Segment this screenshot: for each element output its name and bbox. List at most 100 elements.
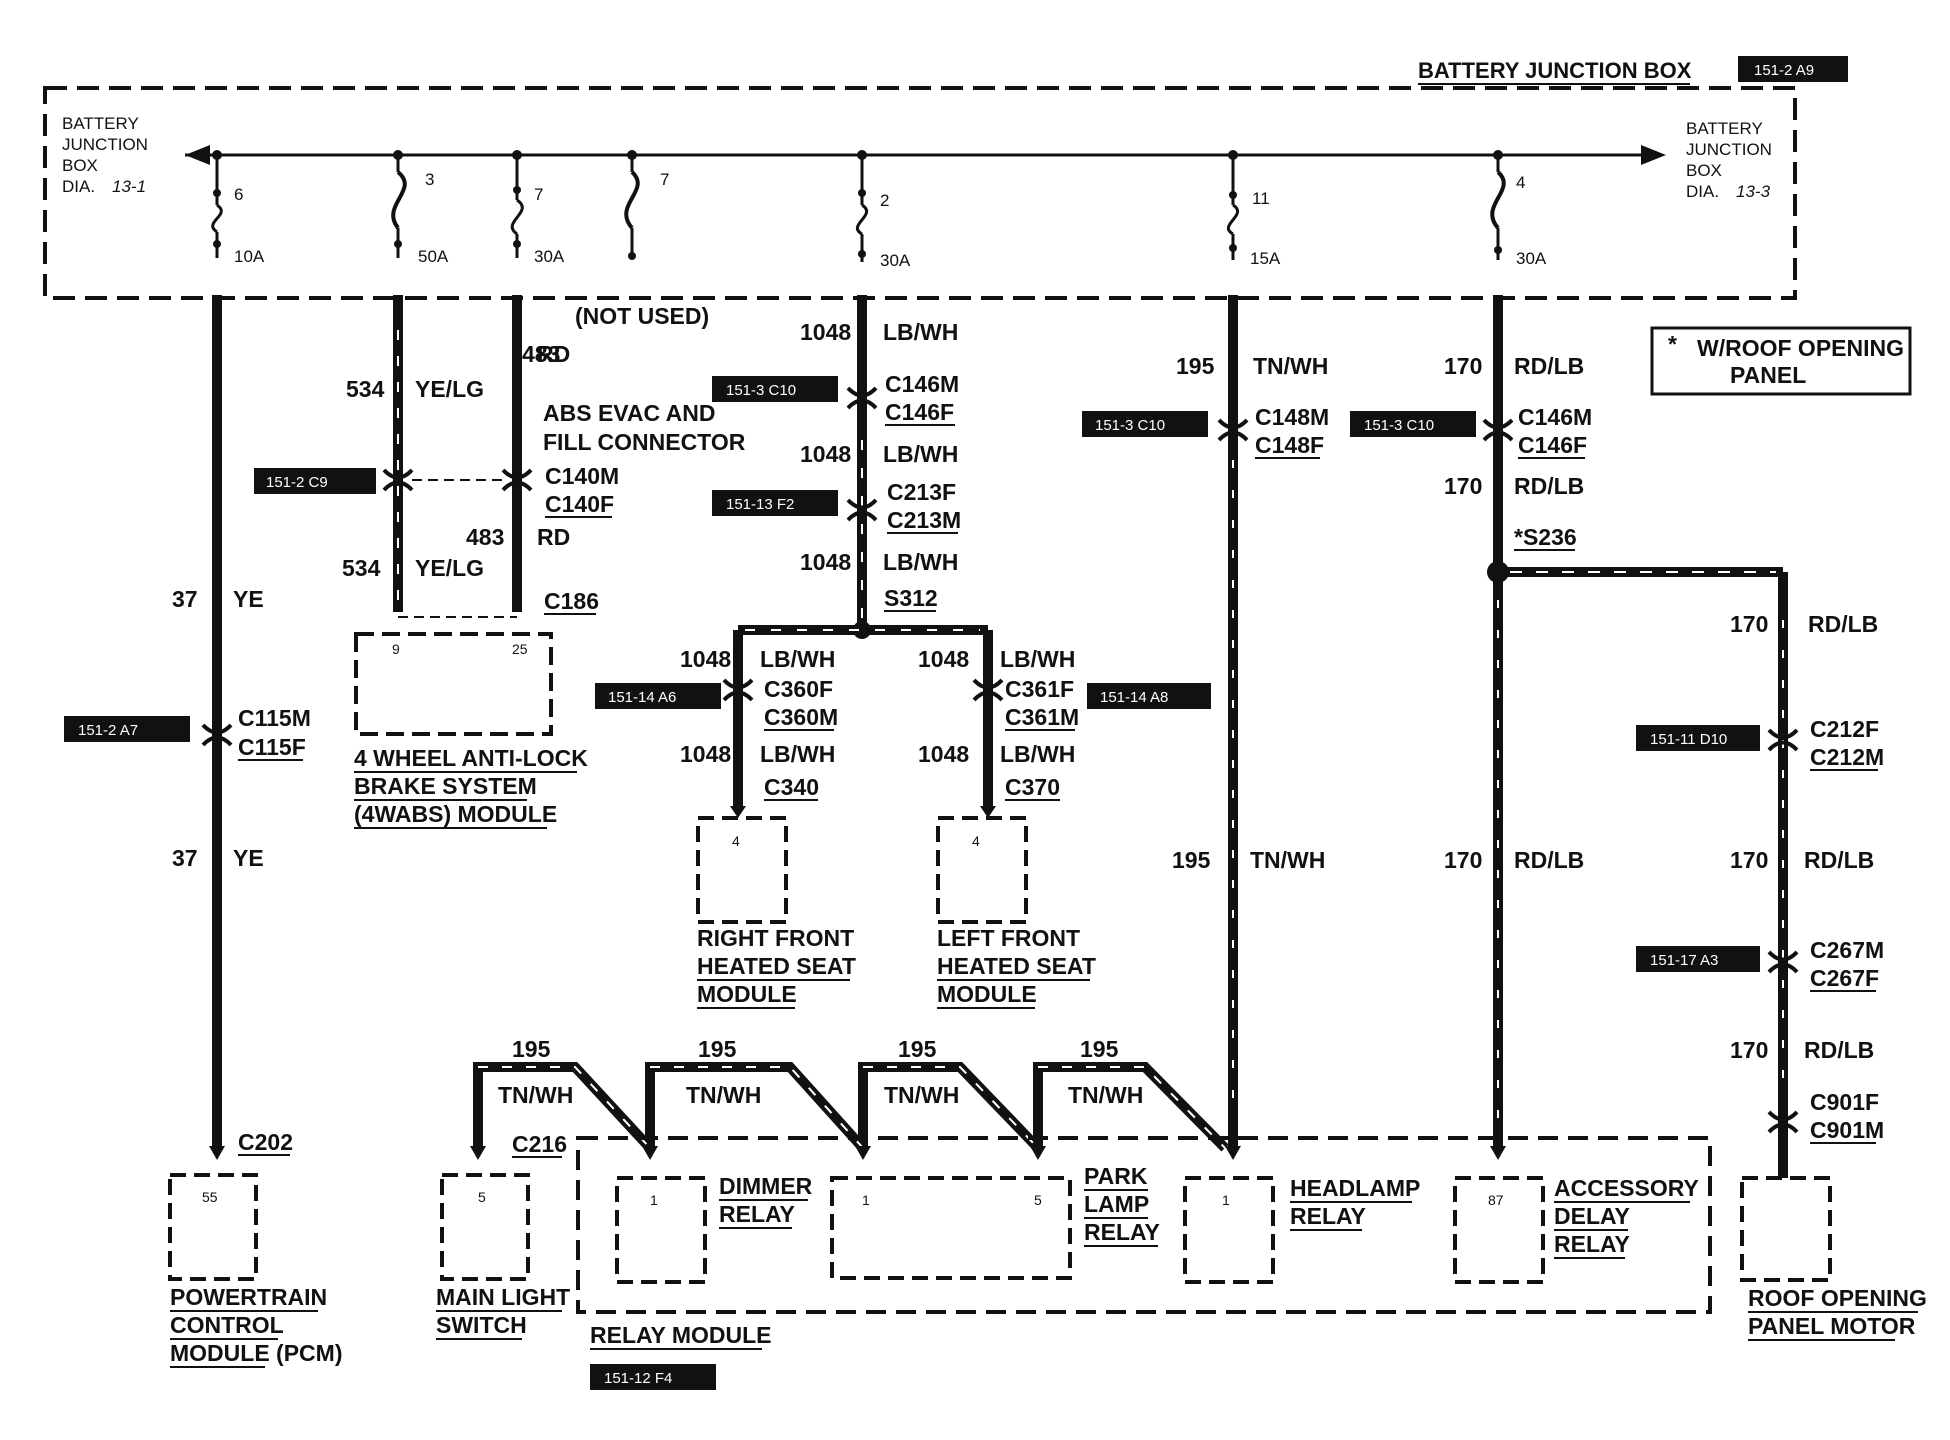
ref-tag-151-11-d10 (1636, 725, 1760, 751)
wire-37-num-2: 37 (172, 845, 198, 871)
svg-text:3: 3 (425, 170, 434, 189)
dimmer-relay-box (615, 1176, 707, 1284)
wire-170-color-1: RD/LB (1514, 353, 1584, 379)
svg-text:151-3 C10: 151-3 C10 (1095, 417, 1165, 434)
connector-c213f: C213F (887, 479, 956, 505)
ref-tag-151-13-f2 (712, 490, 838, 516)
lf-wire-num-1: 1048 (918, 646, 969, 672)
relay-chain-color-4: TN/WH (1068, 1082, 1143, 1108)
relay-module-box (576, 1136, 1712, 1314)
wire-170-color-3: RD/LB (1514, 847, 1584, 873)
svg-text:151-17 A3: 151-17 A3 (1650, 952, 1718, 969)
wire-37-num-1: 37 (172, 586, 198, 612)
headlamp-relay-pin: 1 (1222, 1192, 1230, 1208)
headlamp-relay-line2: RELAY (1290, 1203, 1366, 1229)
connector-c140m: C140M (545, 463, 619, 489)
main-light-switch-pin: 5 (478, 1189, 486, 1205)
rf-wire-color-2: LB/WH (760, 741, 835, 767)
wire-1048-num-2: 1048 (800, 441, 851, 467)
wire-1048-num-1: 1048 (800, 319, 851, 345)
connector-c370: C370 (1005, 774, 1060, 800)
relay-chain-num-1: 195 (512, 1036, 551, 1062)
svg-text:2: 2 (880, 191, 889, 210)
bus-arrow-right-icon (1641, 145, 1666, 165)
wire-195 (470, 295, 1249, 1160)
connector-c115m: C115M (238, 705, 311, 731)
lf-heated-seat-box (936, 816, 1028, 924)
roof-note-line2: PANEL (1730, 362, 1806, 388)
park-lamp-relay-box (830, 1176, 1072, 1280)
lf-heated-seat-line2: HEATED SEAT (937, 953, 1096, 979)
roof-wire-num-1: 170 (1730, 611, 1768, 637)
fuse-7a: 7 30A (510, 150, 565, 266)
wire-37 (201, 295, 233, 1160)
lf-wire-color-2: LB/WH (1000, 741, 1075, 767)
connector-c146m-a: C146M (885, 371, 959, 397)
wire-170-num-1: 170 (1444, 353, 1482, 379)
pcm-box (168, 1173, 258, 1281)
wire-1048-color-1: LB/WH (883, 319, 958, 345)
wire-170 (1482, 295, 1799, 1178)
connector-c361m: C361M (1005, 704, 1079, 730)
rf-wire-num-1: 1048 (680, 646, 731, 672)
bus-arrow-left-icon (185, 145, 210, 165)
connector-c146f-b: C146F (1518, 432, 1587, 458)
pcm-line1: POWERTRAIN (170, 1284, 327, 1310)
relay-chain-num-2: 195 (698, 1036, 737, 1062)
park-lamp-relay-pin-5: 5 (1034, 1192, 1042, 1208)
svg-text:BOX: BOX (62, 156, 98, 175)
connector-c212m: C212M (1810, 744, 1884, 770)
wire-195-color-2: TN/WH (1250, 847, 1325, 873)
connector-c202: C202 (238, 1129, 293, 1155)
wire-195-color-1: TN/WH (1253, 353, 1328, 379)
dimmer-relay-pin: 1 (650, 1192, 658, 1208)
svg-text:15A: 15A (1250, 249, 1281, 268)
roof-wire-color-2: RD/LB (1804, 847, 1874, 873)
svg-text:151-14 A6: 151-14 A6 (608, 689, 676, 706)
lf-heated-seat-line1: LEFT FRONT (937, 925, 1080, 951)
roof-wire-num-3: 170 (1730, 1037, 1768, 1063)
main-light-switch-line2: SWITCH (436, 1312, 527, 1338)
connector-c186: C186 (544, 588, 599, 614)
abs-evac-line1: ABS EVAC AND (543, 400, 716, 426)
connector-c361f: C361F (1005, 676, 1074, 702)
connector-c115f: C115F (238, 734, 306, 760)
pcm-pin: 55 (202, 1189, 218, 1205)
svg-text:6: 6 (234, 185, 243, 204)
bjb-right-label: BATTERY JUNCTION BOX DIA. 13-3 (1686, 119, 1772, 201)
svg-text:50A: 50A (418, 247, 449, 266)
lf-heated-seat-line3: MODULE (937, 981, 1037, 1007)
pcm-line3: MODULE (PCM) (170, 1340, 342, 1366)
fuse-2: 2 30A (855, 150, 911, 270)
relay-chain-color-1: TN/WH (498, 1082, 573, 1108)
connector-c267f: C267F (1810, 965, 1879, 991)
title-ref-tag (1738, 56, 1848, 82)
svg-text:151-11 D10: 151-11 D10 (1650, 731, 1727, 748)
abs-evac-line2: FILL CONNECTOR (543, 429, 746, 455)
svg-text:BOX: BOX (1686, 161, 1722, 180)
wire-195-num-2: 195 (1172, 847, 1211, 873)
dimmer-relay-line1: DIMMER (719, 1173, 813, 1199)
fuse-7b: 7 (624, 150, 669, 260)
relay-chain-color-3: TN/WH (884, 1082, 959, 1108)
svg-text:30A: 30A (880, 251, 911, 270)
wire-1048-num-3: 1048 (800, 549, 851, 575)
svg-text:151-2 C9: 151-2 C9 (266, 474, 328, 491)
accessory-delay-relay-line3: RELAY (1554, 1231, 1630, 1257)
accessory-delay-relay-line2: DELAY (1554, 1203, 1630, 1229)
ref-tag-151-14-a8 (1087, 683, 1211, 709)
ref-tag-151-2-a7 (64, 716, 190, 742)
park-lamp-relay-pin-1: 1 (862, 1192, 870, 1208)
svg-text:4: 4 (1516, 173, 1525, 192)
park-lamp-relay-line1: PARK (1084, 1163, 1148, 1189)
roof-motor-line2: PANEL MOTOR (1748, 1313, 1916, 1339)
ref-tag-151-12-f4 (590, 1364, 716, 1390)
battery-junction-box-outline (43, 86, 1797, 300)
wire-1048-color-2: LB/WH (883, 441, 958, 467)
ref-tag-151-2-c9 (254, 468, 376, 494)
wire-483-num-2: 483 (466, 524, 504, 550)
svg-text:JUNCTION: JUNCTION (62, 135, 148, 154)
relay-chain-num-4: 195 (1080, 1036, 1119, 1062)
svg-text:BATTERY: BATTERY (1686, 119, 1763, 138)
